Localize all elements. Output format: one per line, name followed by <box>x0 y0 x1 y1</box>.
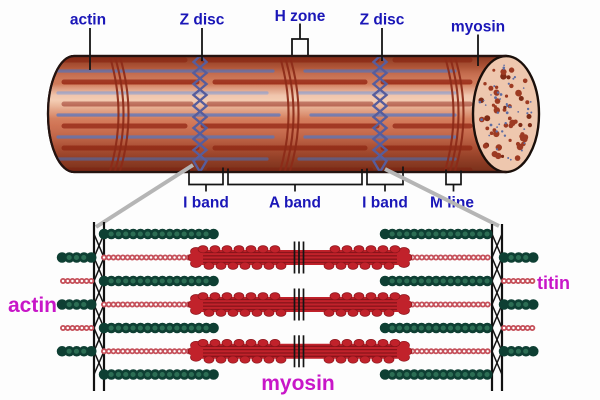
sarcomere-filaments <box>56 228 540 380</box>
magnifier-line-right <box>384 167 500 228</box>
label-myosin-zoom: myosin <box>261 372 335 395</box>
label-h-zone: H zone <box>275 8 326 25</box>
bottom-labels: I band A band I band M line <box>183 166 474 212</box>
label-z-disc-left: Z disc <box>180 12 225 29</box>
myofibril-cylinder <box>46 54 541 174</box>
bracket-i-band-left <box>188 167 224 192</box>
bracket-i-band-right <box>366 166 404 192</box>
bracket-a-band <box>227 168 363 192</box>
label-i-band-left: I band <box>183 195 229 212</box>
label-z-disc-right: Z disc <box>360 12 405 29</box>
sarcomere-zoom: actin titin myosin <box>8 222 570 395</box>
label-a-band: A band <box>269 195 321 212</box>
myofibril-surface-pattern <box>48 56 506 172</box>
label-titin: titin <box>537 273 570 293</box>
bracket-m-line <box>445 169 462 192</box>
top-labels: actin Z disc H zone Z disc myosin <box>70 8 505 70</box>
pointer-bracket-h-zone <box>291 38 309 55</box>
cylinder-outline <box>46 54 506 174</box>
cross-section-filament-dots <box>478 64 533 161</box>
cylinder-shading <box>48 56 506 172</box>
label-i-band-right: I band <box>362 195 408 212</box>
z-disc-zigzag-lines <box>191 56 389 172</box>
label-actin-zoom: actin <box>8 294 57 317</box>
magnifier-line-left <box>94 163 195 229</box>
label-actin-top: actin <box>70 12 106 29</box>
label-myosin-top: myosin <box>451 19 505 36</box>
m-line-band-curves <box>108 56 465 172</box>
magnifier-lines <box>94 163 500 229</box>
